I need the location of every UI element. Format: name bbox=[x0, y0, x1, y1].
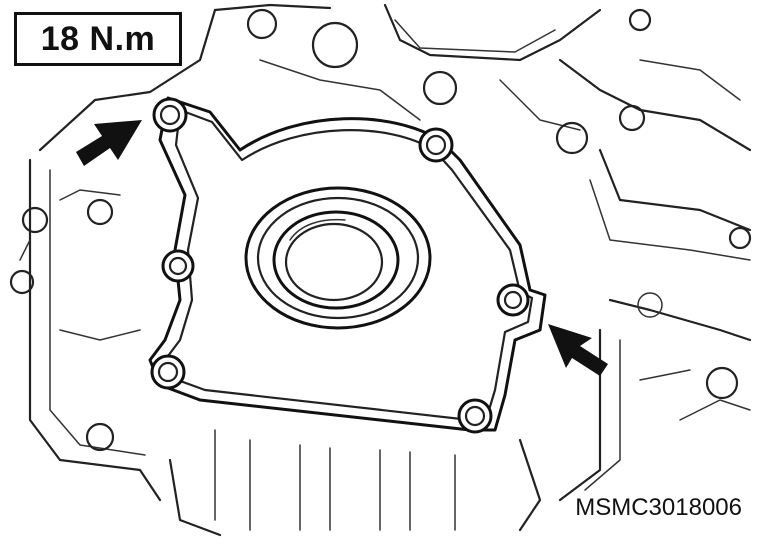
oil-seal-cover bbox=[148, 96, 547, 432]
callout-arrow-right bbox=[548, 324, 608, 376]
bolt-right bbox=[496, 283, 530, 317]
bolt-top-right bbox=[418, 127, 454, 163]
engine-block-outline bbox=[19, 3, 752, 537]
bolt-bottom-left bbox=[150, 354, 186, 390]
block-holes bbox=[9, 8, 752, 452]
bolt-top-left bbox=[152, 97, 188, 133]
bolt-bottom-right bbox=[457, 398, 493, 434]
cover-bolts bbox=[150, 97, 530, 434]
figure-code: MSMC3018006 bbox=[571, 494, 746, 522]
torque-spec-label: 18 N.m bbox=[14, 12, 182, 66]
bolt-left bbox=[161, 249, 195, 283]
callout-arrow-top-left bbox=[76, 120, 142, 166]
